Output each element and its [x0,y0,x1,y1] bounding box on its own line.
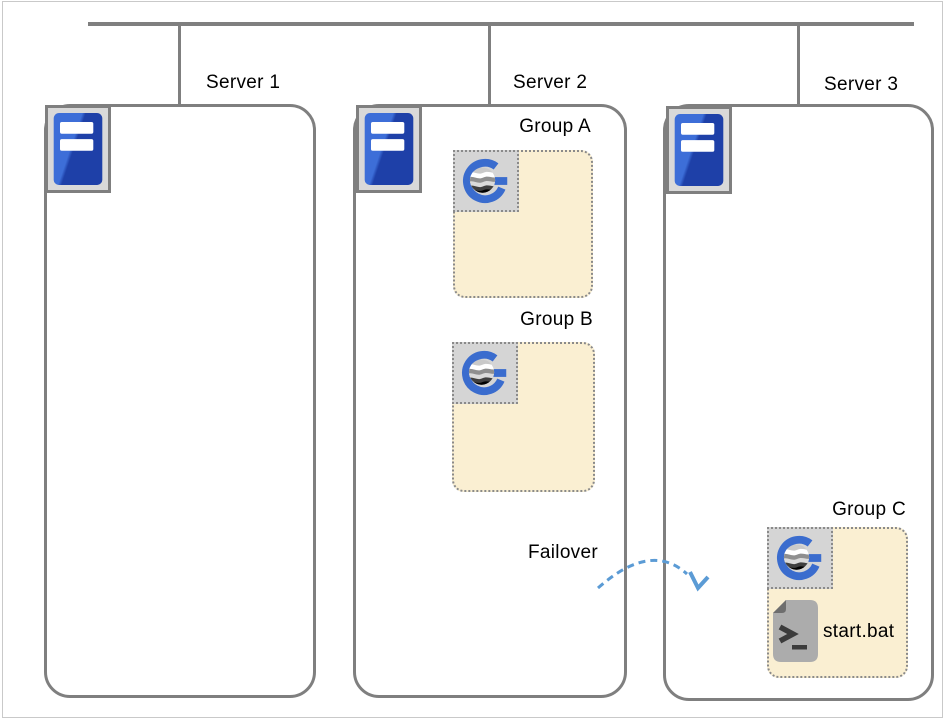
group-a-label: Group A [519,116,591,137]
failover-arrow-icon [597,559,710,592]
server-1-label: Server 1 [206,72,281,93]
group-b-label: Group B [520,309,593,330]
server-tower-icon [356,105,422,193]
server-tower-icon [666,106,732,194]
batch-file-label: start.bat [823,621,895,642]
network-bus-line [88,22,914,26]
application-logo-icon [767,527,833,589]
failover-label: Failover [528,542,598,563]
network-drop-line-server2 [488,24,491,105]
network-drop-line-server1 [178,24,181,105]
application-logo-icon [452,342,518,404]
group-b-box [452,342,595,492]
network-drop-line-server3 [797,24,800,105]
server-3-label: Server 3 [824,74,899,95]
server-1-box [44,104,316,698]
group-c-label: Group C [832,499,906,520]
server-tower-icon [45,105,111,193]
batch-file-icon [773,600,818,662]
server-2-label: Server 2 [513,72,588,93]
application-logo-icon [453,150,519,212]
